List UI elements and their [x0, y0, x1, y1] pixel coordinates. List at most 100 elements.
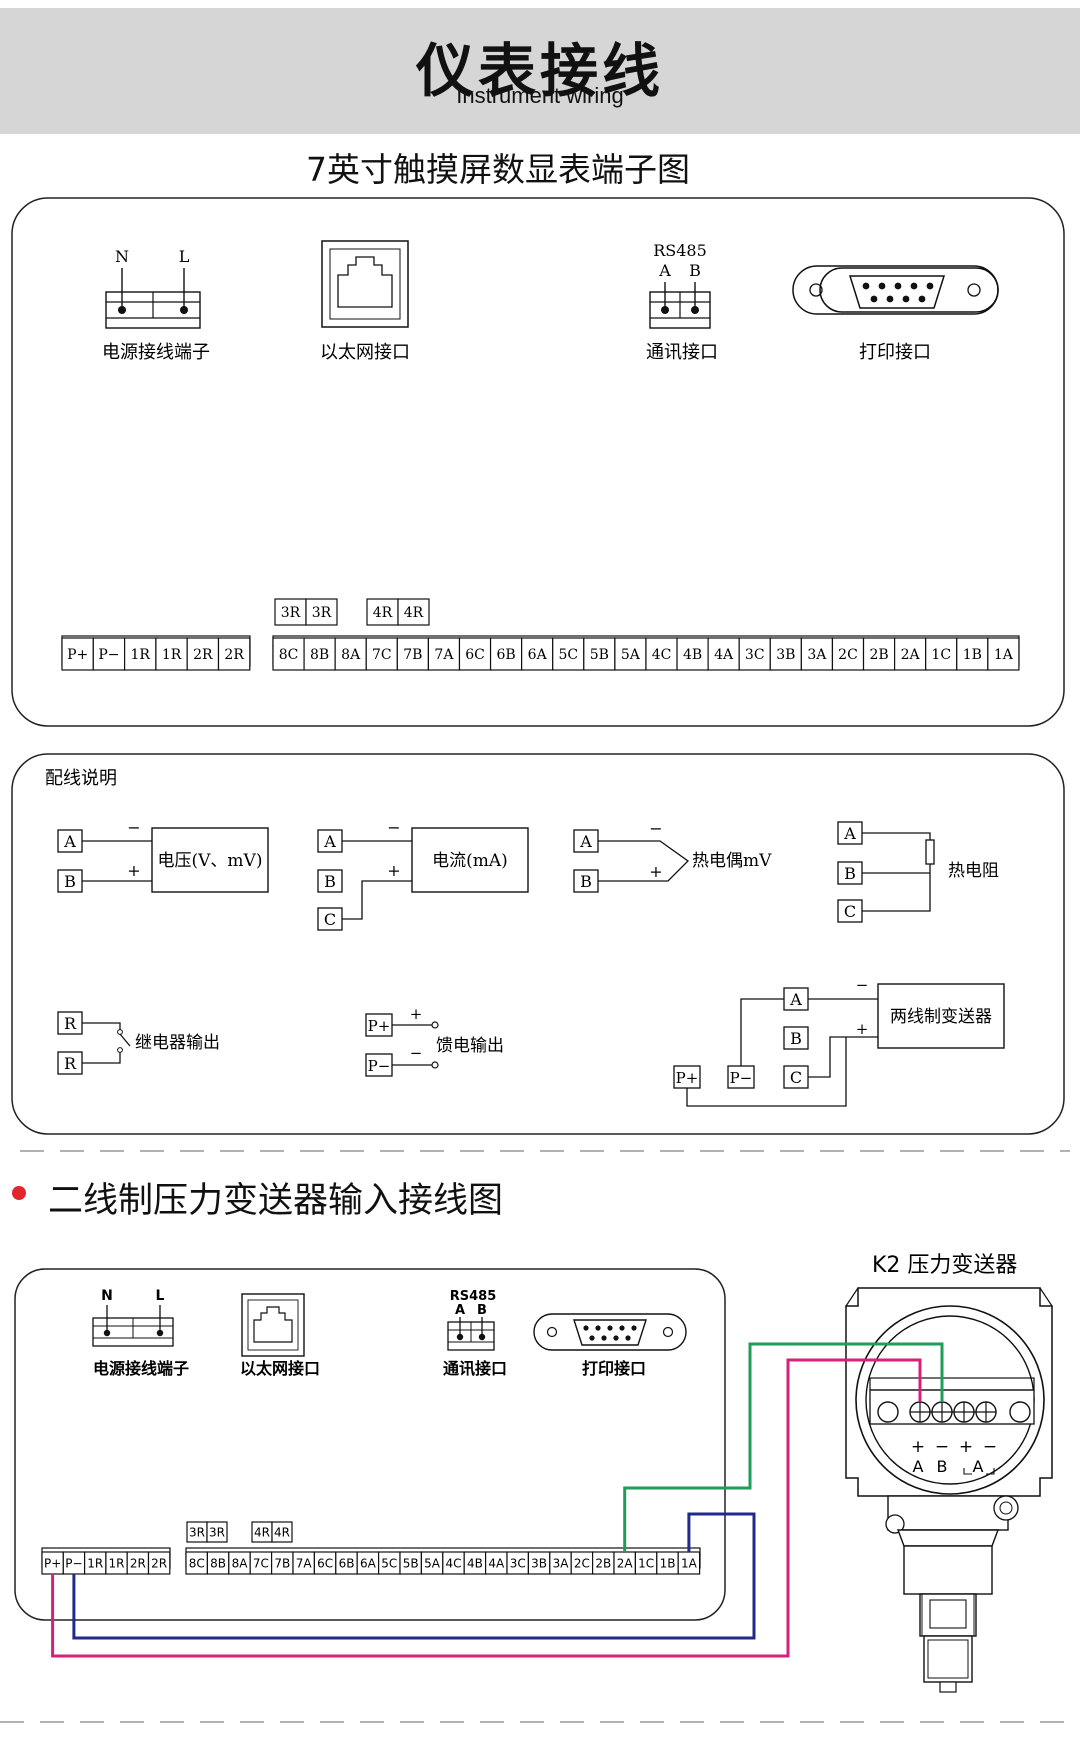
s1-left-terminal-label: P+: [67, 647, 88, 663]
voltage-minus: −: [127, 818, 140, 837]
s2-right-terminal-label: 3B: [531, 1556, 547, 1570]
voltage-a: A: [63, 832, 76, 851]
s1-left-terminal-cell: [61, 637, 94, 671]
feed-minus: −: [410, 1044, 423, 1062]
db9-port-icon: [792, 265, 999, 315]
feed-label: 馈电输出: [436, 1036, 504, 1056]
ethernet2-caption: 以太网接口: [240, 1359, 320, 1378]
s1-right-terminal-cell: [334, 637, 367, 671]
relay-r2: R: [64, 1054, 77, 1073]
s1-right-terminal-cell: [489, 637, 523, 671]
s2-right-terminal-label: 7A: [296, 1556, 313, 1570]
s1-right-terminal-label: 8B: [310, 647, 329, 663]
s2-right-terminal-label: 5B: [403, 1556, 419, 1570]
s1-left-terminal-cell: [155, 637, 188, 671]
s1-right-terminal-cell: [583, 637, 616, 671]
power-terminal-icon: N L: [105, 247, 201, 329]
section-bullet-icon: [12, 1186, 26, 1200]
tx-sign-4: −: [983, 1437, 997, 1457]
power-l-label: L: [179, 247, 190, 266]
power-terminal-icon-2: N L: [92, 1288, 174, 1347]
rtd-label: 热电阻: [948, 861, 999, 881]
s2-right-terminal-label: 8C: [189, 1556, 205, 1570]
comm-caption: 通讯接口: [646, 342, 718, 363]
tx-letter-a: A: [913, 1457, 924, 1476]
s1-right-terminal-cell: [365, 637, 398, 671]
s2-left-terminal-label: P+: [44, 1556, 61, 1570]
ethernet-caption: 以太网接口: [320, 342, 410, 363]
current-plus: +: [387, 861, 400, 880]
s2-right-terminal-label: 3C: [510, 1556, 526, 1570]
magenta-wire: [51, 1358, 922, 1658]
s2-3r-terminal-label: 3R: [189, 1525, 205, 1539]
s1-right-terminal-cell: [893, 637, 927, 671]
tc-label: 热电偶mV: [692, 851, 772, 871]
terminal-diagram-title: 7英寸触摸屏数显表端子图: [306, 150, 690, 189]
s1-right-terminal-cell: [831, 637, 865, 671]
s2-right-terminal-label: 6B: [339, 1556, 355, 1570]
power-terminal-caption: 电源接线端子: [102, 342, 210, 363]
relay-wiring: R R 继电器输出: [57, 1011, 220, 1075]
power-n-label: N: [115, 247, 129, 266]
current-b: B: [324, 872, 336, 891]
s1-right-terminal-label: 4B: [683, 647, 702, 663]
s1-right-terminal-label: 3B: [776, 647, 795, 663]
s2-4r-terminal-label: 4R: [274, 1525, 290, 1539]
s2-right-terminal-label: 3A: [553, 1556, 570, 1570]
s1-right-terminal-label: 3A: [807, 647, 827, 663]
s1-right-terminal-cell: [987, 637, 1020, 671]
ethernet-port-icon: [321, 240, 409, 328]
terminal-panel: [11, 197, 1065, 727]
current-minus: −: [387, 818, 400, 837]
relay-r1: R: [64, 1014, 77, 1033]
s2-left-terminal-cell: [147, 1551, 171, 1575]
rs485-b-label: B: [689, 261, 701, 280]
s1-right-terminal-label: 7B: [403, 647, 422, 663]
tc-a: A: [579, 832, 592, 851]
s1-left-terminal-cell: [92, 637, 126, 671]
s2-left-terminal-label: 1R: [109, 1556, 125, 1570]
current-c: C: [324, 910, 336, 929]
s2-left-terminal-label: P−: [65, 1556, 82, 1570]
s2-right-terminal-label: 2B: [595, 1556, 611, 1570]
tw-p-plus: P+: [676, 1069, 699, 1087]
s2-right-terminal-label: 8B: [210, 1556, 226, 1570]
transmitter-title: K2 压力变送器: [872, 1253, 1017, 1278]
s2-right-terminal-label: 4A: [488, 1556, 505, 1570]
tc-minus: −: [649, 819, 662, 838]
page-subtitle: Instrument wiring: [456, 83, 624, 108]
wiring-notes-panel: [11, 753, 1065, 1135]
s2-4r-terminal-label: 4R: [254, 1525, 270, 1539]
s1-4r-terminal-label: 4R: [373, 605, 393, 621]
s1-left-terminal-cell: [217, 637, 251, 671]
s1-4r-terminal-cell: [366, 598, 399, 626]
s1-right-terminal-label: 4A: [714, 647, 734, 663]
rtd-c: C: [844, 902, 856, 921]
tx-letter-a2: A: [973, 1457, 984, 1476]
voltage-plus: +: [127, 861, 140, 880]
rs485-2-label: RS485: [450, 1289, 497, 1304]
s1-4r-terminal-label: 4R: [404, 605, 424, 621]
tx-sign-1: +: [911, 1437, 925, 1457]
s2-right-terminal-label: 6A: [360, 1556, 377, 1570]
s1-3r-terminal-cell: [305, 598, 338, 626]
relay-label: 继电器输出: [135, 1033, 220, 1053]
s1-right-terminal-label: 1A: [994, 647, 1014, 663]
power2-l: L: [156, 1288, 165, 1304]
s2-right-terminal-label: 8A: [232, 1556, 249, 1570]
s1-right-terminal-label: 5A: [621, 647, 641, 663]
s1-right-terminal-label: 2C: [838, 647, 858, 663]
s1-left-terminal-label: 2R: [224, 647, 244, 663]
s1-right-terminal-cell: [862, 637, 896, 671]
page-title: 仪表接线: [415, 37, 664, 105]
s1-left-terminal-cell: [186, 637, 220, 671]
current-wiring: A B C − + 电流(mA): [317, 818, 529, 931]
rtd-wiring: A B C 热电阻: [837, 821, 999, 923]
s2-right-terminal-label: 5C: [381, 1556, 397, 1570]
s2-right-terminal-label: 1C: [638, 1556, 654, 1570]
green-wire: [623, 1342, 944, 1552]
tw-minus: −: [856, 976, 869, 994]
s2-right-terminal-label: 4B: [467, 1556, 483, 1570]
